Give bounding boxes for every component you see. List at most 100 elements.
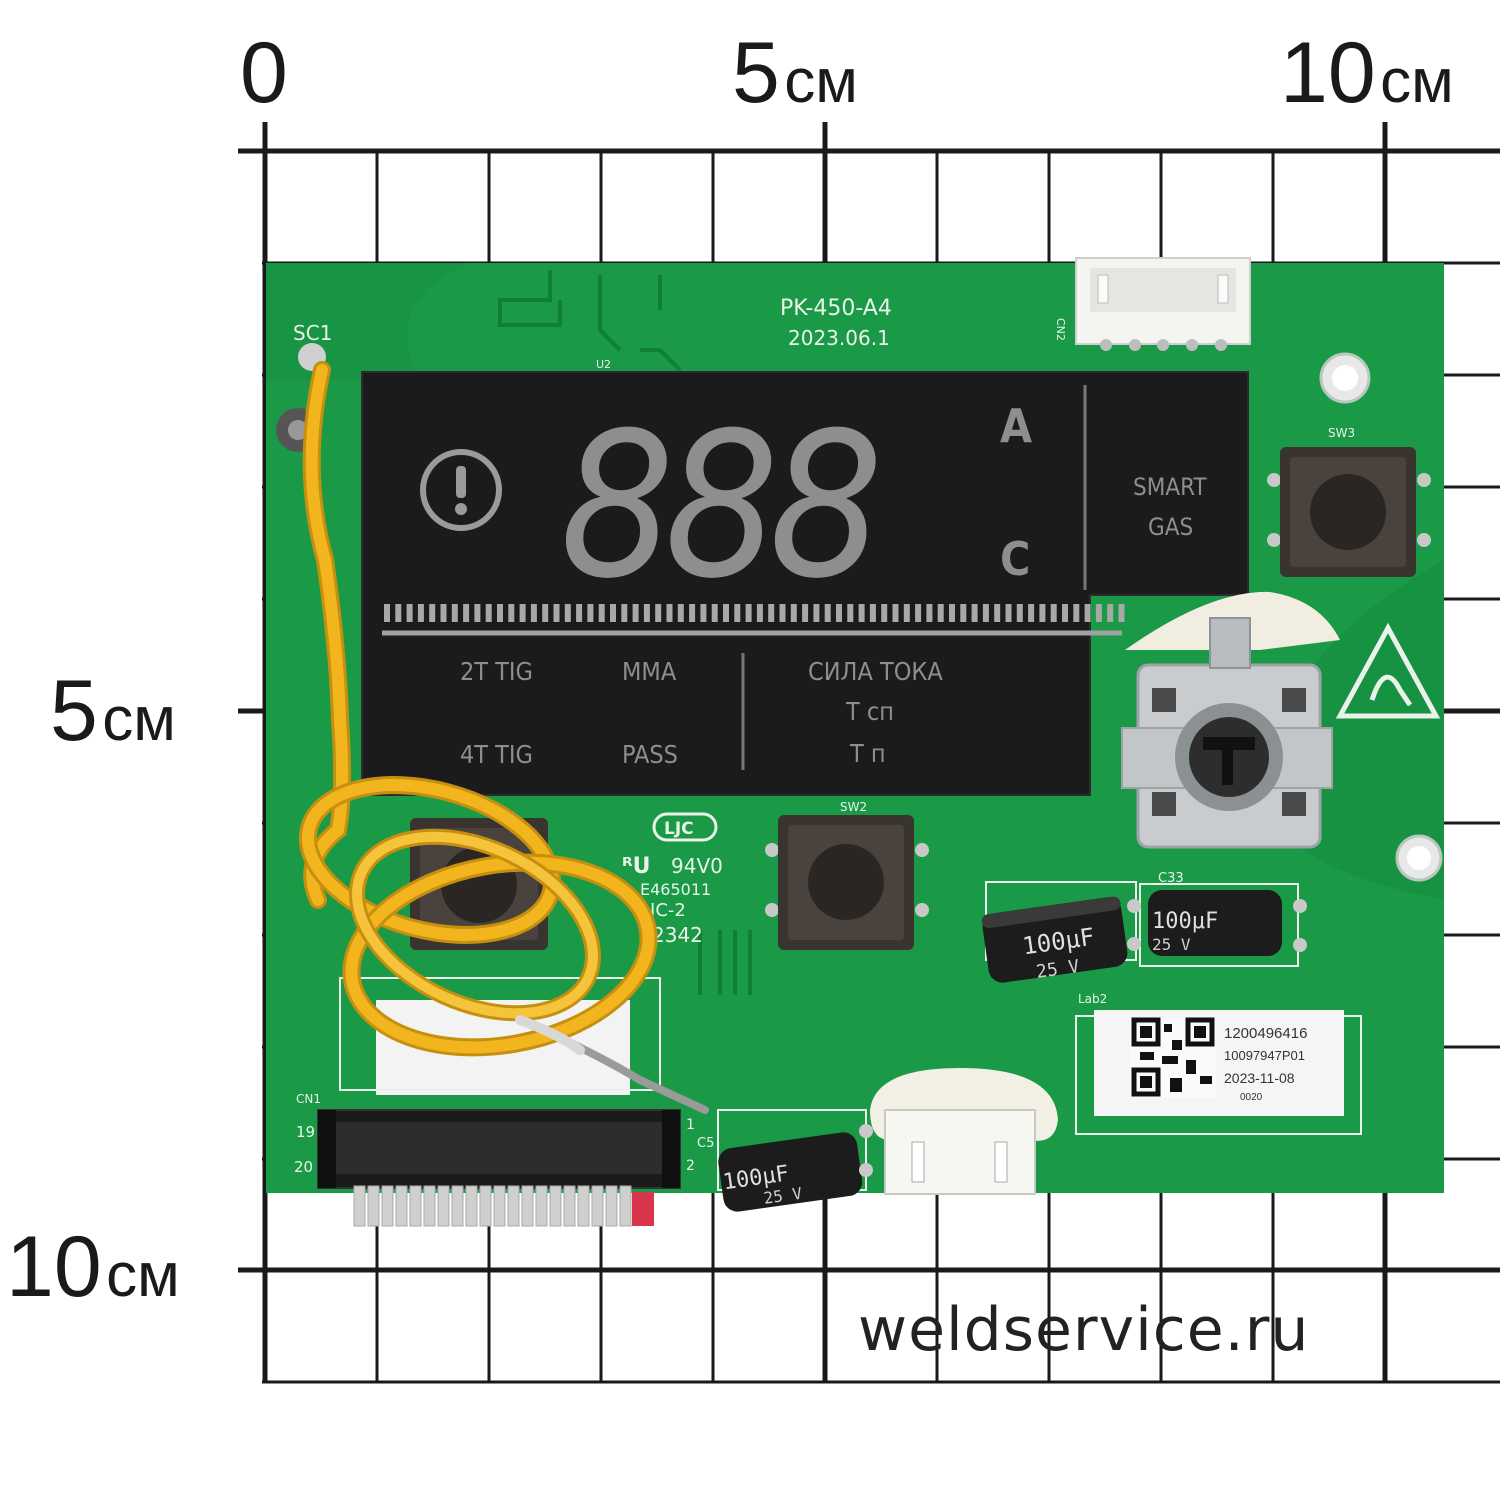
- ribbon-wire: [507, 1185, 520, 1227]
- lcd-bar-segment: [632, 604, 639, 622]
- lcd-bar-segment: [711, 604, 718, 622]
- ribbon-wire: [451, 1185, 464, 1227]
- c5-label: C5: [697, 1136, 714, 1151]
- lcd-bar-segment: [451, 604, 458, 622]
- lcd-bar-segment: [1084, 604, 1091, 622]
- svg-text:100μF: 100μF: [1152, 909, 1218, 934]
- rating-label: 94V0: [671, 854, 723, 878]
- ribbon-wire: [409, 1185, 422, 1227]
- esd-warning-icon: [1335, 622, 1441, 719]
- lcd-bar-segment: [1118, 604, 1125, 622]
- lcd-bar-segment: [881, 604, 888, 622]
- lcd-bar-segment: [745, 604, 752, 622]
- pin-20-label: 20: [294, 1158, 313, 1176]
- ribbon-wire: [591, 1185, 604, 1227]
- lcd-smart-label: SMART: [1133, 473, 1207, 501]
- ribbon-wire: [437, 1185, 450, 1227]
- lcd-bar-segment: [892, 604, 899, 622]
- scale-label-top-5cm: 5 см: [732, 25, 858, 121]
- lcd-bar-segment: [508, 604, 515, 622]
- lcd-mode-mma: MMA: [622, 657, 677, 686]
- lcd-bar-segment: [474, 604, 481, 622]
- lcd-bar-segment: [497, 604, 503, 622]
- sw2-push-button: [765, 815, 929, 950]
- scale-label-left-10cm: 10 см: [6, 1219, 180, 1315]
- lcd-mode-4t-tig: 4T TIG: [460, 740, 533, 769]
- svg-text:25 V: 25 V: [762, 1184, 803, 1208]
- lcd-bar-segment: [982, 604, 989, 622]
- lcd-bar-segment: [768, 604, 775, 622]
- e-number-label: E465011: [640, 880, 711, 899]
- ribbon-wire: [549, 1185, 562, 1227]
- capacitor-c32: 100μF 25 V: [981, 896, 1128, 983]
- scale-label-zero: 0: [240, 25, 288, 121]
- sticker-line-3: 2023-11-08: [1224, 1070, 1295, 1086]
- product-sticker: 1200496416 10097947P01 2023-11-08 0020: [1075, 1010, 1362, 1135]
- lcd-bar-segment: [621, 604, 628, 622]
- lcd-bar-segment: [847, 604, 854, 622]
- lcd-bar-segment: [903, 604, 910, 622]
- ribbon-wire: [535, 1185, 548, 1227]
- svg-text:25 V: 25 V: [1152, 935, 1191, 954]
- lcd-bar-segment: [949, 604, 955, 622]
- lcd-bar-segment: [395, 604, 402, 622]
- lcd-bar-segment: [1016, 604, 1023, 622]
- lcd-bar-segment: [576, 604, 583, 622]
- lcd-current-label: СИЛА ТОКА: [808, 657, 943, 686]
- lcd-digits: 888: [560, 390, 876, 623]
- ribbon-wire: [395, 1185, 408, 1227]
- lcd-tsp-label: T сп: [845, 697, 894, 726]
- scale-label-top-10cm: 10 см: [1280, 25, 1454, 121]
- code-label: 2342: [652, 923, 703, 947]
- sw2-label: SW2: [840, 800, 867, 814]
- lcd-bar-segment: [926, 604, 933, 622]
- lcd-tp-label: T п: [849, 739, 886, 768]
- yellow-wire: [298, 361, 709, 1114]
- lcd-bar-segment: [960, 604, 967, 622]
- scale-label-left-5cm: 5 см: [50, 663, 176, 759]
- lcd-bar-segment: [553, 604, 560, 622]
- sw3-push-button: [1267, 447, 1431, 577]
- lcd-bar-segment: [824, 604, 831, 622]
- lcd-bar-segment: [1062, 604, 1068, 622]
- lcd-bar-segment: [542, 604, 549, 622]
- lcd-bar-segment: [836, 604, 842, 622]
- svg-text:LJC: LJC: [664, 819, 694, 839]
- lcd-bar-segment: [485, 604, 492, 622]
- ul-mark-icon: ᴿU: [622, 854, 651, 879]
- rotary-encoder-knob: [1121, 591, 1340, 849]
- ribbon-wire: [353, 1185, 366, 1227]
- lcd-bar-segment: [734, 604, 741, 622]
- lcd-bargraph: [384, 604, 1125, 622]
- alarm-icon: [420, 449, 502, 531]
- watermark-text: weldservice.ru: [858, 1295, 1310, 1365]
- qr-code-icon: [1130, 1017, 1216, 1098]
- cn1-ribbon-connector: [317, 1109, 681, 1227]
- ribbon-wire: [423, 1185, 436, 1227]
- lcd-bar-segment: [677, 604, 684, 622]
- lcd-bar-segment: [406, 604, 413, 622]
- ljc-logo: LJC: [652, 812, 718, 842]
- sticker-line-1: 1200496416: [1224, 1025, 1307, 1042]
- lcd-bar-segment: [994, 604, 1001, 622]
- capacitor-c33: 100μF 25 V: [1148, 890, 1307, 956]
- lcd-bar-segment: [666, 604, 673, 622]
- ribbon-wire: [479, 1185, 492, 1227]
- c33-label: C33: [1158, 871, 1184, 886]
- lcd-bar-segment: [530, 604, 537, 622]
- sticker-line-2: 10097947P01: [1224, 1048, 1305, 1063]
- ribbon-wire: [577, 1185, 590, 1227]
- sw3-label: SW3: [1328, 426, 1355, 440]
- ribbon-wire: [493, 1185, 506, 1227]
- lcd-bar-segment: [779, 604, 786, 622]
- power-connector: [870, 1068, 1058, 1195]
- board-date-label: 2023.06.1: [788, 326, 890, 350]
- lcd-bar-segment: [802, 604, 809, 622]
- lcd-bar-segment: [869, 604, 876, 622]
- lcd-bar-segment: [429, 604, 436, 622]
- pin-1-label: 1: [686, 1117, 695, 1133]
- capacitor-c5: 100μF 25 V: [718, 1132, 863, 1212]
- lcd-bar-segment: [598, 604, 605, 622]
- lcd-bar-segment: [937, 604, 944, 622]
